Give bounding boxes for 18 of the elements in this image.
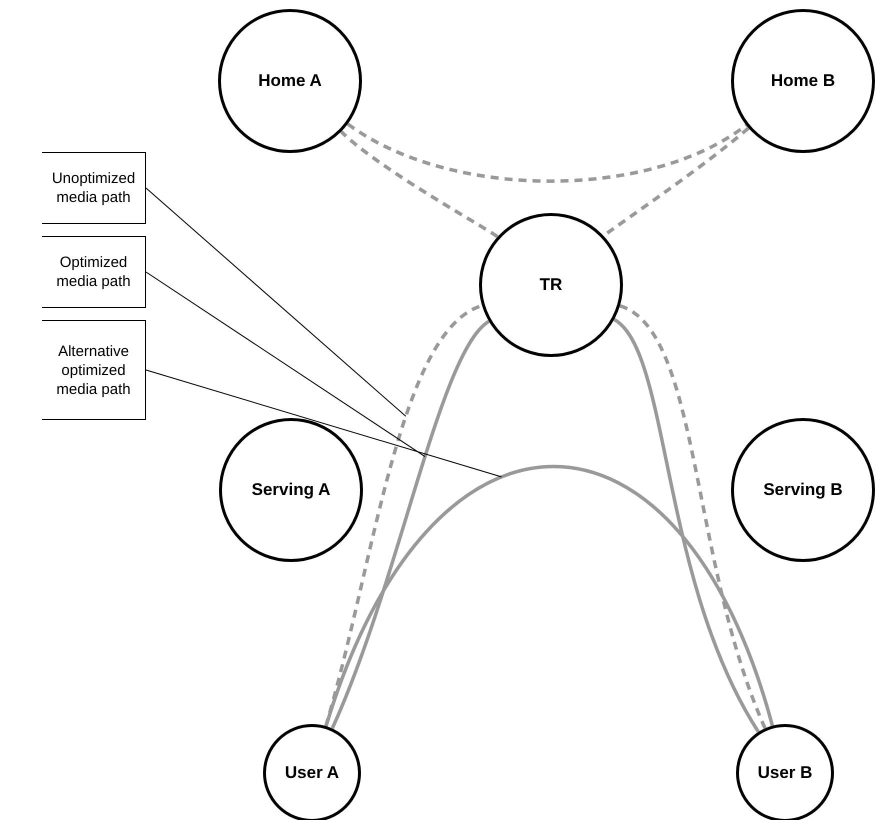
circle-node	[479, 213, 623, 357]
circle-node	[219, 418, 363, 562]
dashed-path	[340, 130, 499, 238]
circle-node	[731, 9, 875, 153]
media-path	[324, 464, 774, 727]
leader-line	[146, 272, 426, 458]
circle-node	[218, 9, 362, 153]
callout-label: Alternative optimized media path	[42, 320, 146, 420]
leader-line	[146, 370, 502, 478]
leader-line	[146, 188, 406, 417]
callout-label: Unoptimized media path	[42, 152, 146, 224]
node-label: Serving A	[250, 480, 332, 500]
callout-label: Optimized media path	[42, 236, 146, 308]
circle-node	[731, 418, 875, 562]
circle-node	[263, 724, 361, 820]
circle-node	[736, 724, 834, 820]
node-label: Serving B	[762, 480, 844, 500]
dashed-path	[346, 122, 748, 183]
